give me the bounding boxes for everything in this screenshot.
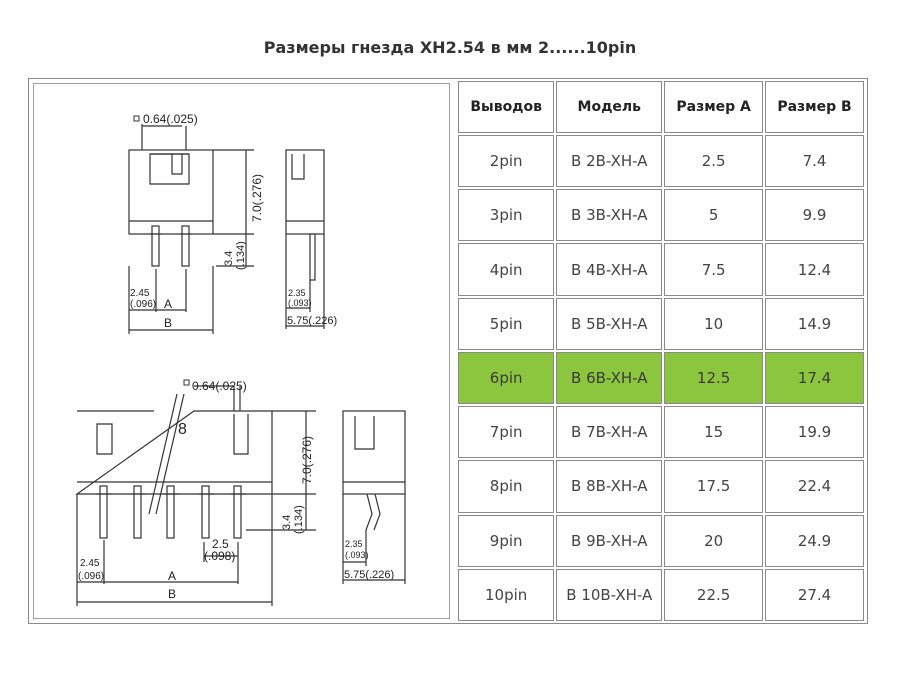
cell-size-a: 15: [664, 406, 764, 459]
table-row: 4pin B 4B-XH-A 7.5 12.4: [458, 243, 864, 296]
table-row-highlighted: 6pin B 6B-XH-A 12.5 17.4: [458, 351, 864, 405]
bottom-dim-b: B: [168, 587, 176, 601]
bottom-pin-count: 8: [178, 421, 187, 438]
header-pins: Выводов: [458, 81, 555, 133]
cell-pins: 8pin: [458, 460, 555, 513]
bottom-pitch-2: (.098): [204, 549, 235, 563]
bottom-pitch-1: 2.5: [212, 537, 229, 551]
bottom-side-1: 2.35: [345, 539, 363, 549]
cell-size-a: 5: [664, 189, 764, 242]
cell-model: B 4B-XH-A: [556, 243, 663, 296]
bottom-dim-a: A: [168, 569, 176, 583]
cell-pins: 9pin: [458, 514, 555, 567]
top-dim-a: A: [164, 297, 172, 311]
top-pin-len-2: (.134): [235, 241, 247, 270]
cell-size-b: 14.9: [765, 297, 864, 350]
cell-size-b: 9.9: [765, 189, 864, 242]
top-side-body: [285, 149, 325, 235]
drawing-svg: 0.64(.025) 7.0(.276) 3.4 (.134) 2.45 (.0…: [75, 112, 406, 606]
bottom-side-2: (.093): [345, 550, 369, 560]
top-dim-b: B: [164, 316, 172, 330]
spec-table: Выводов Модель Размер A Размер B 2pin B …: [456, 79, 866, 623]
cell-size-b: 12.4: [765, 243, 864, 296]
table-row: 7pin B 7B-XH-A 15 19.9: [458, 406, 864, 459]
cell-pins: 5pin: [458, 297, 555, 350]
cell-size-a: 2.5: [664, 135, 764, 188]
cell-model: B 2B-XH-A: [556, 135, 663, 188]
bottom-pin-len-2: (.134): [293, 505, 305, 534]
top-pitch-2: (.096): [130, 299, 156, 310]
cell-pins: 6pin: [458, 351, 555, 405]
bottom-offset-1: 2.45: [80, 558, 100, 569]
cell-model: B 3B-XH-A: [556, 189, 663, 242]
cell-model: B 5B-XH-A: [556, 297, 663, 350]
table-row: 5pin B 5B-XH-A 10 14.9: [458, 297, 864, 350]
top-pitch-1: 2.45: [130, 288, 150, 299]
cell-size-a: 17.5: [664, 460, 764, 513]
top-front-body: [128, 149, 214, 235]
cell-model: B 7B-XH-A: [556, 406, 663, 459]
bottom-height: 7.0(.276): [300, 436, 314, 484]
cell-size-b: 17.4: [765, 351, 864, 405]
cell-pins: 7pin: [458, 406, 555, 459]
cell-size-b: 27.4: [765, 568, 864, 621]
table-row: 10pin B 10B-XH-A 22.5 27.4: [458, 568, 864, 621]
bottom-side-width: 5.75(.226): [344, 569, 394, 581]
cell-size-a: 20: [664, 514, 764, 567]
bottom-offset-2: (.096): [78, 571, 104, 582]
cell-model: B 6B-XH-A: [556, 351, 663, 405]
table-row: 2pin B 2B-XH-A 2.5 7.4: [458, 135, 864, 188]
bottom-pin-len-1: 3.4: [281, 515, 293, 530]
cell-pins: 2pin: [458, 135, 555, 188]
table-row: 8pin B 8B-XH-A 17.5 22.4: [458, 460, 864, 513]
cell-size-a: 12.5: [664, 351, 764, 405]
cell-size-b: 7.4: [765, 135, 864, 188]
cell-size-b: 22.4: [765, 460, 864, 513]
cell-size-a: 10: [664, 297, 764, 350]
cell-model: B 10B-XH-A: [556, 568, 663, 621]
table-row: 9pin B 9B-XH-A 20 24.9: [458, 514, 864, 567]
table-header-row: Выводов Модель Размер A Размер B: [458, 81, 864, 133]
top-pin-len-1: 3.4: [223, 251, 235, 266]
top-side-1: 2.35: [288, 288, 306, 298]
bottom-pin-size: 0.64(.025): [192, 379, 247, 393]
cell-size-b: 19.9: [765, 406, 864, 459]
header-size-a: Размер A: [664, 81, 764, 133]
cell-pins: 3pin: [458, 189, 555, 242]
top-side-2: (.093): [288, 298, 312, 308]
top-front-slot: [149, 153, 190, 185]
top-pin-size: 0.64(.025): [143, 112, 198, 126]
top-side-width: 5.75(.226): [287, 315, 337, 327]
cell-size-a: 22.5: [664, 568, 764, 621]
cell-pins: 10pin: [458, 568, 555, 621]
cell-size-a: 7.5: [664, 243, 764, 296]
header-size-b: Размер B: [765, 81, 864, 133]
cell-model: B 9B-XH-A: [556, 514, 663, 567]
top-height: 7.0(.276): [250, 174, 264, 222]
page-title: Размеры гнезда XH2.54 в мм 2......10pin: [263, 38, 637, 57]
cell-pins: 4pin: [458, 243, 555, 296]
table-row: 3pin B 3B-XH-A 5 9.9: [458, 189, 864, 242]
cell-model: B 8B-XH-A: [556, 460, 663, 513]
connector-drawing: 0.64(.025) 7.0(.276) 3.4 (.134) 2.45 (.0…: [33, 83, 450, 619]
cell-size-b: 24.9: [765, 514, 864, 567]
bottom-side-body: [342, 410, 406, 495]
header-model: Модель: [556, 81, 663, 133]
